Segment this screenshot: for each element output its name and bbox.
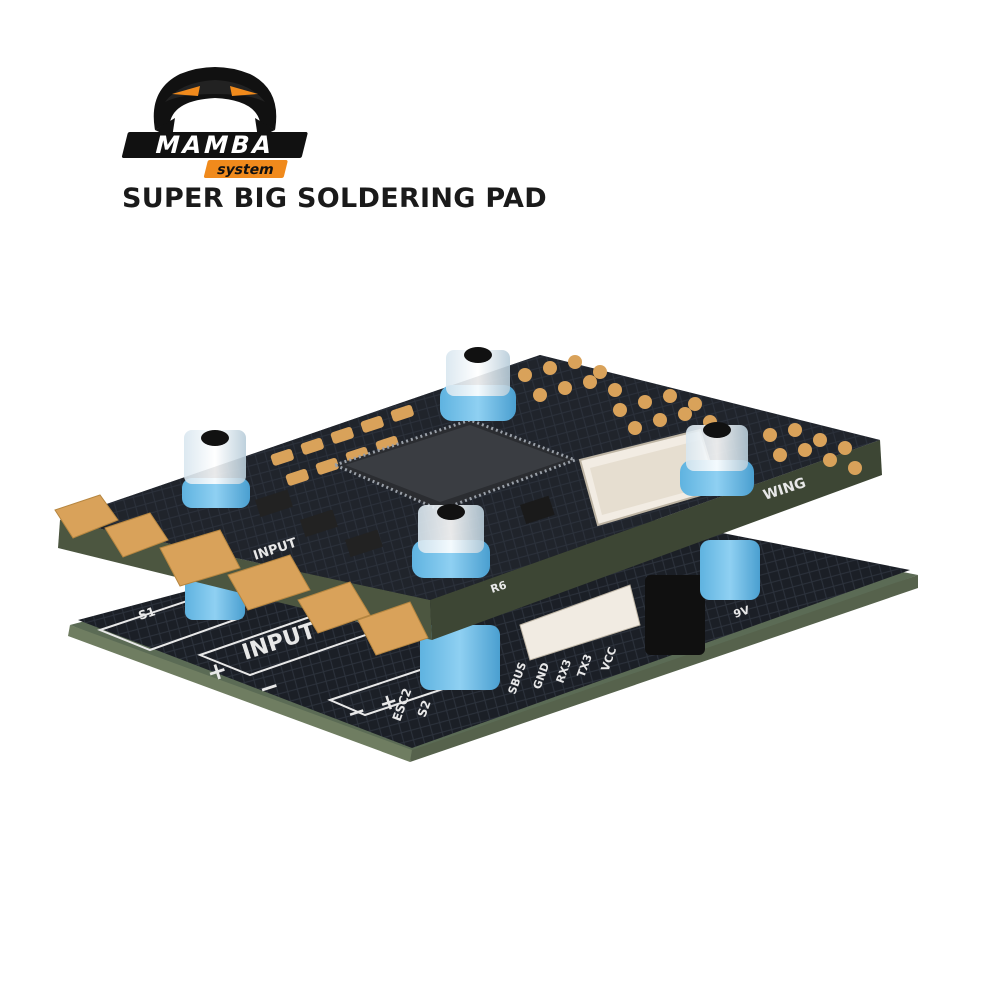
standoff <box>182 347 754 578</box>
mamba-logo: MAMBA system <box>121 67 308 178</box>
svg-text:system: system <box>215 162 275 178</box>
upper-r6-label: R6 <box>489 578 509 595</box>
svg-text:MAMBA: MAMBA <box>152 130 277 159</box>
lower-s1-label: S1 <box>137 604 157 623</box>
headline: SUPER BIG SOLDERING PAD <box>122 183 547 214</box>
upper-board: INPUT WING R6 <box>54 355 882 656</box>
lower-9v-label: 9V <box>732 603 752 621</box>
lower-s2-label: S2 <box>415 698 434 719</box>
